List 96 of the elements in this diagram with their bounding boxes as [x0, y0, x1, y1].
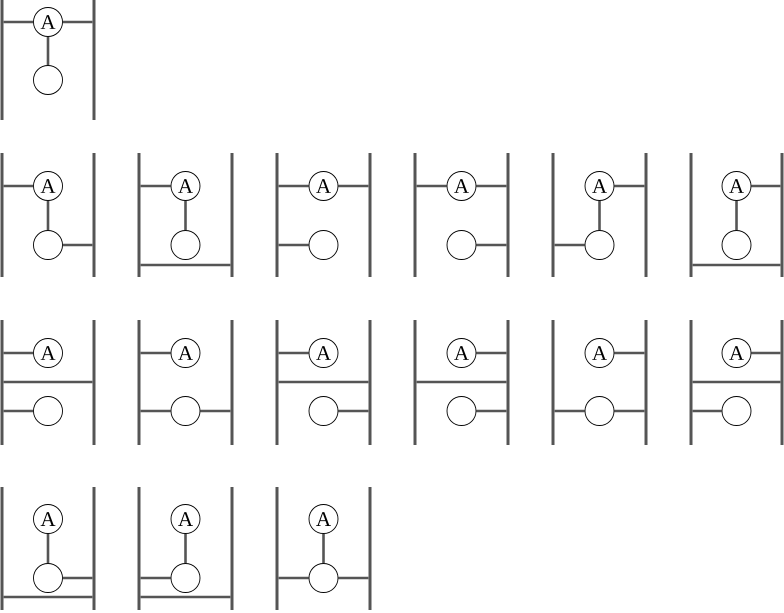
connector-line: [416, 184, 447, 188]
connector-line: [184, 534, 187, 564]
circle: [170, 230, 200, 260]
rail: [230, 153, 234, 277]
circle: [584, 230, 614, 260]
connector-line: [140, 352, 171, 354]
rail: [690, 320, 692, 445]
connector-line: [278, 352, 309, 354]
connector-line: [62, 20, 92, 24]
rail: [0, 487, 4, 610]
connector-line: [476, 244, 506, 246]
rail: [780, 153, 784, 277]
connector-line: [4, 596, 92, 598]
connector-line: [751, 352, 780, 354]
connector-line: [278, 244, 309, 246]
connector-line: [476, 410, 506, 412]
circle: [33, 65, 63, 95]
connector-line: [4, 352, 34, 354]
connector-line: [692, 410, 722, 412]
connector-line: [4, 184, 34, 188]
rail: [0, 320, 4, 445]
circle: [170, 396, 200, 426]
connector-line: [476, 352, 506, 354]
rail: [92, 320, 96, 445]
connector-line: [338, 410, 368, 412]
rail: [506, 320, 510, 445]
rail: [368, 320, 372, 445]
connector-line: [140, 264, 230, 266]
connector-line: [338, 184, 368, 188]
rail: [414, 320, 416, 445]
connector-line: [692, 264, 780, 266]
connector-line: [62, 244, 92, 246]
connector-line: [62, 576, 92, 580]
connector-line: [614, 184, 644, 188]
rail: [276, 153, 278, 277]
connector-line: [46, 534, 50, 564]
circle: [33, 396, 63, 426]
rail: [92, 487, 96, 610]
circle: [308, 563, 338, 593]
circle: [722, 230, 752, 260]
rail: [138, 487, 140, 610]
connector-line: [338, 576, 368, 580]
circle: [722, 396, 752, 426]
rail: [644, 320, 648, 445]
connector-line: [4, 20, 34, 24]
connector-line: [322, 534, 325, 564]
circle: [308, 396, 338, 426]
connector-line: [46, 36, 50, 66]
rail: [276, 320, 278, 445]
rail: [414, 153, 416, 277]
connector-line: [476, 184, 506, 188]
connector-line: [751, 184, 780, 188]
connector-line: [4, 380, 92, 384]
rail: [506, 153, 510, 277]
rail: [552, 320, 554, 445]
rail: [644, 153, 648, 277]
rail: [138, 320, 140, 445]
connector-line: [554, 410, 585, 412]
connector-line: [184, 200, 187, 230]
circle: [33, 563, 63, 593]
rail: [92, 0, 96, 120]
connector-line: [614, 410, 644, 412]
rail: [368, 153, 372, 277]
connector-line: [278, 576, 309, 580]
rail: [552, 153, 554, 277]
rail: [690, 153, 692, 277]
connector-line: [200, 410, 230, 412]
connector-line: [46, 200, 50, 230]
connector-line: [140, 410, 171, 412]
connector-line: [692, 380, 780, 384]
rail: [230, 487, 234, 610]
rail: [230, 320, 234, 445]
connector-line: [735, 200, 738, 230]
circle: [446, 230, 476, 260]
connector-line: [278, 184, 309, 188]
rail: [0, 153, 4, 277]
connector-line: [554, 244, 585, 246]
connector-line: [4, 410, 34, 412]
connector-line: [614, 352, 644, 354]
rail: [0, 0, 4, 120]
rail: [368, 487, 372, 610]
rail: [276, 487, 278, 610]
rail: [92, 153, 96, 277]
circle: [33, 230, 63, 260]
circle: [170, 563, 200, 593]
circle: [446, 396, 476, 426]
connector-line: [598, 200, 601, 230]
connector-line: [140, 184, 171, 188]
connector-line: [140, 596, 230, 598]
rail: [138, 153, 140, 277]
rail: [780, 320, 784, 445]
connector-line: [278, 380, 368, 384]
connector-line: [416, 380, 506, 384]
connector-line: [140, 576, 171, 580]
circle: [308, 230, 338, 260]
circle: [584, 396, 614, 426]
